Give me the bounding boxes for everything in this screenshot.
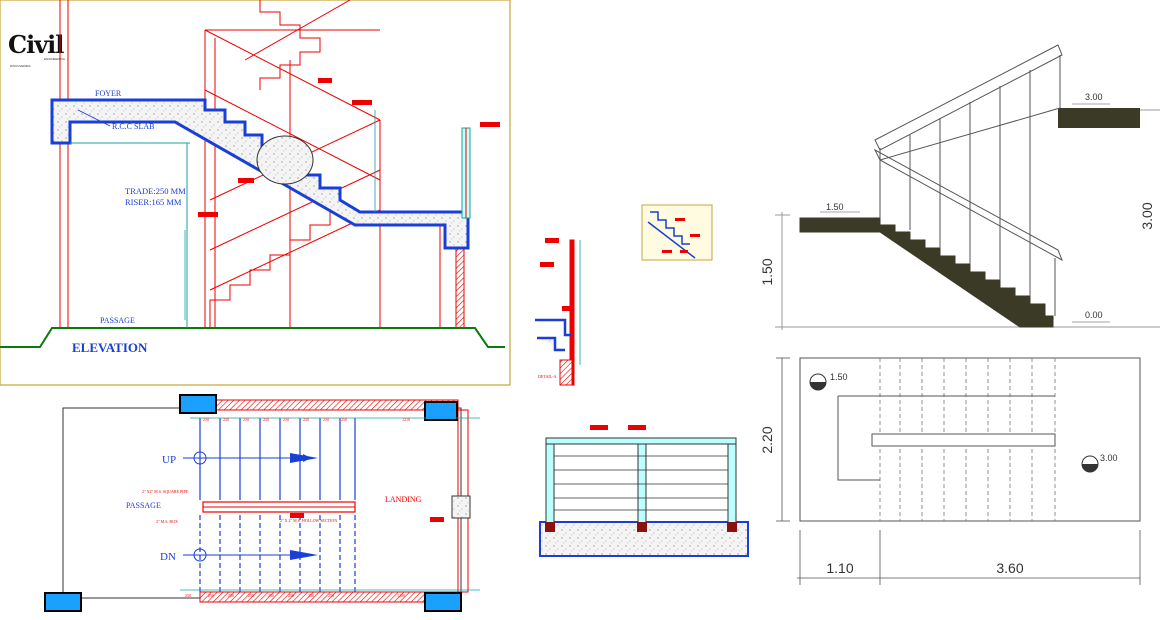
ground-line <box>0 327 505 348</box>
svg-text:250: 250 <box>223 417 229 422</box>
column-top-left <box>179 394 217 414</box>
svg-text:250: 250 <box>248 593 254 598</box>
svg-text:250: 250 <box>283 417 289 422</box>
svg-text:250: 250 <box>263 417 269 422</box>
up-label: UP <box>162 454 176 466</box>
svg-text:250: 250 <box>185 593 191 598</box>
trade-label: TRADE:250 MM <box>125 186 186 196</box>
break-hatch <box>256 135 314 185</box>
upper-landing <box>1058 108 1140 128</box>
plan-dim-right: 3.60 <box>996 560 1023 576</box>
level-mid: 1.50 <box>826 202 844 212</box>
column-bottom-right <box>424 592 462 612</box>
column-bottom-left <box>44 592 82 612</box>
svg-text:250: 250 <box>308 593 314 598</box>
svg-text:250: 250 <box>328 593 334 598</box>
note-box: 2" M.S. BOX <box>156 519 178 524</box>
bottom-dims: 250 250 250 250 250 250 250 250 1200 <box>185 593 405 598</box>
civil-logo: Civil ENGINEERING DISCOVERIES <box>8 30 70 70</box>
svg-text:1200: 1200 <box>397 593 405 598</box>
logo-text: Civil <box>8 30 64 59</box>
svg-text:250: 250 <box>323 417 329 422</box>
right-plan: 1.50 3.00 2.20 1.10 3.60 <box>759 357 1141 585</box>
note-square: 2" X2" M.S. SQUARE PIPE <box>142 489 189 494</box>
handrail-elevation <box>539 425 749 557</box>
right-section: 1.50 3.00 0.00 1.50 3.00 <box>759 44 1160 330</box>
svg-text:250: 250 <box>288 593 294 598</box>
svg-text:250: 250 <box>208 593 214 598</box>
svg-text:250: 250 <box>303 417 309 422</box>
svg-text:250: 250 <box>243 417 249 422</box>
plan-level-b: 3.00 <box>1100 453 1118 463</box>
detail-a: DETAIL-A <box>535 238 581 386</box>
plan-dim-height: 2.20 <box>759 426 775 453</box>
top-dims: 250 250 250 250 250 250 250 250 1210 <box>203 417 410 422</box>
elevation-panel: FOYER R.C.C SLAB TRADE:250 MM RISER:165 … <box>0 0 511 386</box>
plan-dim-left: 1.10 <box>826 560 853 576</box>
detail-label: DETAIL-A <box>538 374 556 379</box>
note-hollow: 2" X 2" M.S. HOLLOW SECTION <box>280 518 337 523</box>
svg-text:1210: 1210 <box>402 417 410 422</box>
slab-label: R.C.C SLAB <box>112 122 154 131</box>
logo-sub2: DISCOVERIES <box>10 64 31 68</box>
level-bottom: 0.00 <box>1085 310 1103 320</box>
riser-label: RISER:165 MM <box>125 197 182 207</box>
svg-text:250: 250 <box>228 593 234 598</box>
foyer-label: FOYER <box>95 89 122 98</box>
landing-label: LANDING <box>385 495 422 504</box>
plan-panel: UP DN PASSAGE LANDING 2" X2" M.S. SQUARE… <box>44 394 480 612</box>
column-top-right <box>424 401 458 421</box>
dn-label: DN <box>160 551 176 563</box>
elevation-title: ELEVATION <box>72 340 148 355</box>
plan-level-a: 1.50 <box>830 372 848 382</box>
elevation-frame <box>0 0 511 386</box>
level-top: 3.00 <box>1085 92 1103 102</box>
dim-right: 3.00 <box>1139 202 1155 229</box>
svg-text:250: 250 <box>341 417 347 422</box>
dim-left: 1.50 <box>759 258 775 285</box>
small-stair-detail <box>641 204 713 261</box>
svg-text:250: 250 <box>268 593 274 598</box>
passage-label-elev: PASSAGE <box>100 316 135 325</box>
svg-text:250: 250 <box>203 417 209 422</box>
passage-label-plan: PASSAGE <box>126 501 161 510</box>
logo-sub: ENGINEERING <box>44 57 66 61</box>
